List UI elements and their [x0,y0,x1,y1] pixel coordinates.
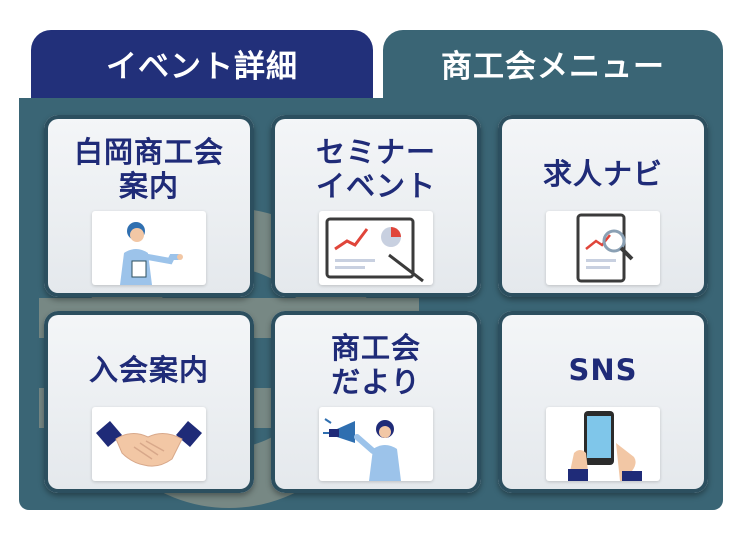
menu-card-sns[interactable]: SNS [498,311,708,493]
presentation-chart-icon [319,211,433,285]
card-label-line1: 商工会 [330,331,421,365]
menu-card-membership[interactable]: 入会案内 [44,311,254,493]
card-label-line1: 白岡商工会 [73,135,224,169]
tab-event-details-label: イベント詳細 [106,48,298,85]
handshake-icon [92,407,206,481]
megaphone-person-icon [319,407,433,481]
card-label-line2: 案内 [118,169,179,203]
menu-card-job-navi[interactable]: 求人ナビ [498,115,708,297]
card-label-line1: 求人ナビ [542,157,663,191]
document-search-icon [546,211,660,285]
card-label-line1: 入会案内 [88,353,209,387]
tab-chamber-menu-label: 商工会メニュー [441,48,665,85]
menu-panel: 白岡商工会 案内 セミナー イベント [19,98,723,510]
card-label-line2: だより [331,365,421,399]
card-label-line1: セミナー [315,135,436,169]
menu-card-chamber-guide[interactable]: 白岡商工会 案内 [44,115,254,297]
smartphone-icon [546,407,660,481]
card-label-line2: イベント [315,169,436,203]
menu-card-newsletter[interactable]: 商工会 だより [271,311,481,493]
tab-event-details[interactable]: イベント詳細 [31,30,373,102]
menu-card-seminar-event[interactable]: セミナー イベント [271,115,481,297]
card-label-line1: SNS [568,353,638,387]
person-presenting-icon [92,211,206,285]
tab-chamber-menu[interactable]: 商工会メニュー [383,30,723,102]
